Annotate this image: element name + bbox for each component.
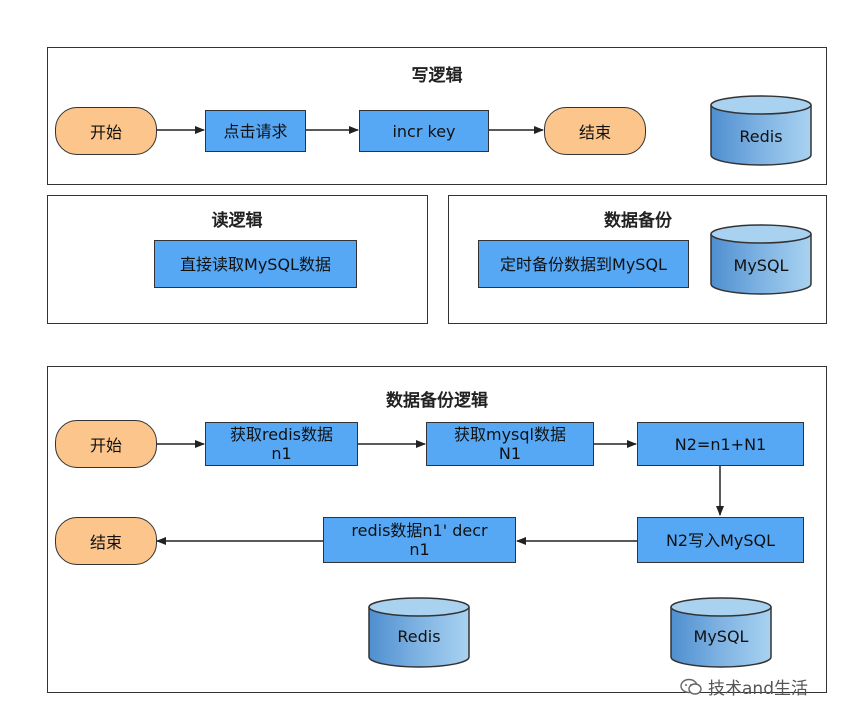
database-icon bbox=[710, 224, 812, 295]
logic-redis-db: Redis bbox=[368, 597, 470, 669]
get-redis-line2: n1 bbox=[271, 444, 292, 463]
database-icon bbox=[368, 597, 470, 668]
logic-mysql-label: MySQL bbox=[693, 627, 749, 646]
backup-start-terminal: 开始 bbox=[55, 420, 157, 468]
get-mysql-line1: 获取mysql数据 bbox=[454, 425, 566, 444]
get-mysql-line2: N1 bbox=[498, 444, 522, 463]
get-redis-line1: 获取redis数据 bbox=[229, 425, 333, 444]
watermark-text: 技术and生活 bbox=[708, 679, 808, 699]
get-redis-box: 获取redis数据 n1 bbox=[205, 422, 358, 466]
data-backup-title: 数据备份 bbox=[604, 211, 672, 231]
watermark: 技术and生活 bbox=[680, 674, 808, 699]
get-mysql-box: 获取mysql数据 N1 bbox=[426, 422, 594, 466]
backup-logic-title: 数据备份逻辑 bbox=[386, 391, 488, 411]
redis-decr-box: redis数据n1' decr n1 bbox=[323, 517, 516, 563]
incr-key-box: incr key bbox=[359, 110, 489, 152]
logic-mysql-db: MySQL bbox=[670, 597, 772, 669]
backup-end-terminal: 结束 bbox=[55, 517, 157, 565]
backup-mysql-db: MySQL bbox=[710, 224, 812, 296]
logic-redis-label: Redis bbox=[397, 627, 441, 646]
read-mysql-box: 直接读取MySQL数据 bbox=[154, 240, 357, 288]
write-redis-db: Redis bbox=[710, 95, 812, 167]
wechat-icon bbox=[680, 678, 702, 695]
read-logic-title: 读逻辑 bbox=[211, 211, 263, 231]
timed-backup-box: 定时备份数据到MySQL bbox=[478, 240, 689, 288]
redis-decr-line2: n1 bbox=[409, 540, 430, 559]
click-request-box: 点击请求 bbox=[205, 110, 306, 152]
write-mysql-box: N2写入MySQL bbox=[637, 517, 804, 563]
write-logic-title: 写逻辑 bbox=[411, 66, 463, 86]
write-end-terminal: 结束 bbox=[544, 107, 646, 155]
database-icon bbox=[710, 95, 812, 166]
backup-mysql-label: MySQL bbox=[733, 256, 789, 275]
redis-decr-line1: redis数据n1' decr bbox=[351, 521, 488, 540]
write-redis-label: Redis bbox=[739, 127, 783, 146]
write-start-terminal: 开始 bbox=[55, 107, 157, 155]
compute-box: N2=n1+N1 bbox=[637, 422, 804, 466]
database-icon bbox=[670, 597, 772, 668]
